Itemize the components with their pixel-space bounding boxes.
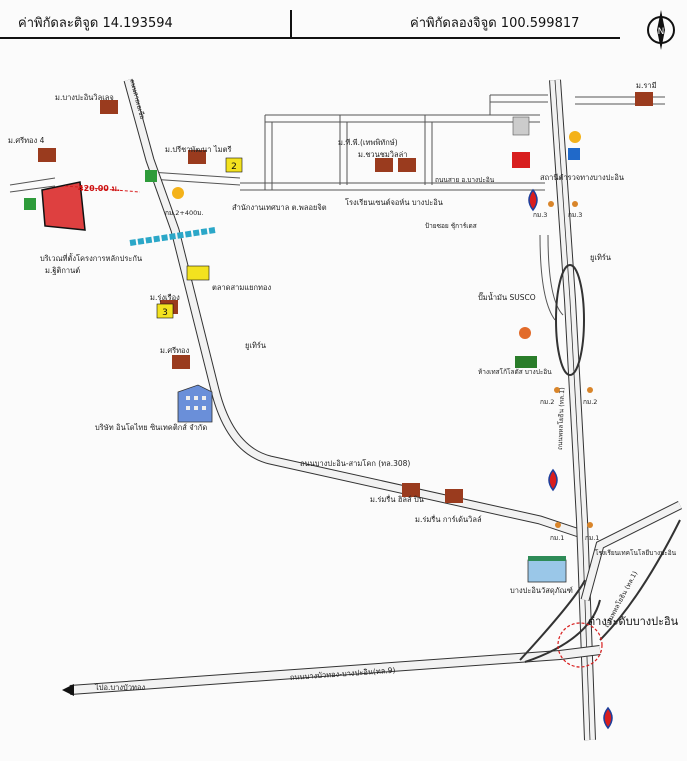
station-markers	[528, 188, 613, 730]
label-road-local: ถนนสาย อ.บางปะอิน	[435, 176, 495, 184]
label-project-area: บริเวณที่ตั้งโครงการหลักประกัน	[40, 253, 142, 263]
label-village-ramee: ม.รามี	[636, 81, 657, 90]
label-to-bangbuathong: ไปอ.บางบัวทอง	[94, 683, 145, 692]
label-village-rama: ม.ปรีชาพัฒนา ไมตรี	[165, 145, 231, 154]
svg-text:2: 2	[231, 162, 237, 172]
highway-left	[123, 78, 587, 540]
label-police: สถานีตำรวจทางบางปะอิน	[540, 173, 624, 182]
label-company: บริษัท อินโดไทย ซินเทคติกส์ จำกัด	[95, 423, 207, 432]
header-divider	[290, 10, 292, 38]
label-interchange: ต่างระดับบางปะอิน	[588, 615, 679, 628]
label-fuel-station: กม.2+400ม.	[165, 209, 204, 217]
interchange-circle	[557, 622, 603, 668]
label-temple-sign: ป้ายซอย ชุ้การ์เดส	[425, 222, 477, 230]
badges: 2 3	[24, 116, 581, 368]
road-bottom	[62, 500, 683, 696]
label-km3b: กม.3	[568, 211, 582, 219]
label-km2b: กม.2	[583, 398, 597, 406]
label-village-sritong4: ม.ศรีทอง 4	[8, 136, 45, 145]
label-tesco: ห้างเทสโก้โลตัส บางปะอิน	[478, 368, 552, 376]
label-distance: 420.00 ม.	[78, 184, 120, 193]
label-village-bangpain: ม.บางปะอินวิลเลจ	[55, 93, 114, 102]
highway-right	[549, 79, 596, 741]
label-km1b: กม.1	[585, 534, 599, 542]
label-village-tp: ม.ที.พี.(เทพพิทักษ์)	[338, 138, 398, 147]
longitude-label: ค่าพิกัดลองจิจูด 100.599817	[410, 16, 580, 31]
label-fuel-pump: ปั๊มน้ำมัน SUSCO	[478, 292, 536, 302]
company-building-icon	[177, 384, 213, 423]
label-village-saeng: ม.ชวนชมวิลล่า	[358, 150, 407, 159]
label-highway-1: ถนนพหลโยธิน (ทล.1)	[556, 387, 566, 450]
label-village-thitikan: ม.ฐิติกานต์	[45, 266, 80, 275]
north-arrow-icon: N	[647, 10, 675, 50]
label-village-rommaneen: ม.ร่มรื่น ฮิลส์ ปิน	[370, 494, 424, 504]
label-school: โรงเรียนเซนต์จอห์น บางปะอิน	[345, 198, 443, 207]
coordinate-header: ค่าพิกัดละติจูด 14.193594 ค่าพิกัดลองจิจ…	[0, 0, 687, 40]
label-village-rommaneen2: ม.ร่มรื่น การ์เด้นวิลล์	[415, 514, 482, 524]
svg-text:3: 3	[162, 308, 168, 318]
compass-north-label: N	[658, 27, 665, 37]
latitude-label: ค่าพิกัดละติจูด 14.193594	[18, 16, 173, 31]
canal	[129, 227, 216, 246]
label-km3: กม.3	[533, 211, 547, 219]
label-km2: กม.2	[540, 398, 554, 406]
label-village-rungruang: ม.รุ่งเรือง	[150, 293, 180, 302]
header-underline	[0, 37, 620, 39]
label-village-sritong: ม.ศรีทอง	[160, 346, 190, 355]
label-mun-office: สำนักงานเทศบาล ต.พลอยจิต	[232, 203, 327, 212]
label-road-308: ถนนบางปะอิน-สามโคก (ทล.308)	[300, 459, 410, 468]
station-building-icon	[527, 556, 567, 583]
label-uturn-right: ยูเทิร์น	[590, 253, 611, 262]
km-markers	[548, 201, 593, 528]
label-factory: โรงเรียนเทคโนโลยีบางปะอิน	[595, 549, 677, 557]
label-uturn-left: ยูเทิร์น	[245, 341, 266, 350]
project-area	[41, 181, 141, 231]
label-km1: กม.1	[550, 534, 564, 542]
label-bangpain-station: บางปะอินวัสดุภัณฑ์	[510, 586, 573, 595]
buildings	[38, 92, 653, 503]
label-market: ตลาดสามแยกทอง	[212, 283, 271, 292]
